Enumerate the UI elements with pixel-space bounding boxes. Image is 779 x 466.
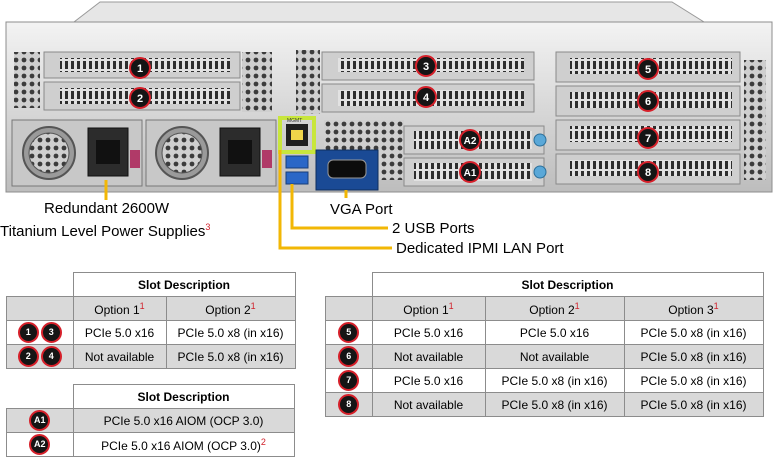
svg-text:5: 5 <box>645 64 651 76</box>
svg-text:A1: A1 <box>464 168 477 179</box>
slot-a1-badge: A1 <box>459 161 481 183</box>
table-cell: PCIe 5.0 x8 (in x16) <box>165 344 296 369</box>
table-row: A1 PCIe 5.0 x16 AIOM (OCP 3.0) <box>6 408 295 433</box>
table-cell: Not available <box>371 392 486 417</box>
slot-7-badge: 7 <box>637 127 659 149</box>
vga-port-label: VGA Port <box>330 201 393 218</box>
usb-ports-label: 2 USB Ports <box>392 220 475 237</box>
table-cell: PCIe 5.0 x16 <box>371 368 486 393</box>
ipmi-port-label-text: Dedicated IPMI LAN Port <box>396 240 564 257</box>
svg-text:6: 6 <box>645 96 651 108</box>
slot-badge: A2 <box>29 434 51 455</box>
power-supply-label-line2: Titanium Level Power Supplies3 <box>0 218 210 241</box>
table-cell: PCIe 5.0 x8 (in x16) <box>165 320 296 345</box>
svg-text:7: 7 <box>645 133 651 145</box>
slot-a2-badge: A2 <box>459 129 481 151</box>
power-supply-label-line1: Redundant 2600W <box>44 200 170 217</box>
power-supply-label-text: Titanium Level Power Supplies <box>0 223 206 240</box>
table-cell: PCIe 5.0 x8 (in x16) <box>484 392 625 417</box>
table-cell: PCIe 5.0 x16 <box>484 320 625 345</box>
slot-2-badge: 2 <box>129 87 151 109</box>
table-title: Slot Description <box>72 384 295 409</box>
table-row: A2 PCIe 5.0 x16 AIOM (OCP 3.0)2 <box>6 432 295 457</box>
table-cell: PCIe 5.0 x16 AIOM (OCP 3.0)2 <box>72 432 295 457</box>
table-row: 6 Not available Not available PCIe 5.0 x… <box>325 344 764 369</box>
slot-badge: A1 <box>29 410 51 431</box>
table-cell: PCIe 5.0 x8 (in x16) <box>623 344 764 369</box>
table-cell: Not available <box>484 344 625 369</box>
table-cell: Not available <box>72 344 167 369</box>
slot-badge: 3 <box>40 322 62 343</box>
table-row: 7 PCIe 5.0 x16 PCIe 5.0 x8 (in x16) PCIe… <box>325 368 764 393</box>
slot-badge: 1 <box>17 322 39 343</box>
ipmi-port-label: MGMT <box>287 118 302 124</box>
table-cell: PCIe 5.0 x8 (in x16) <box>623 320 764 345</box>
slot-3-badge: 3 <box>415 55 437 77</box>
svg-text:A2: A2 <box>464 136 477 147</box>
slot-badge: 7 <box>338 370 360 391</box>
svg-text:8: 8 <box>645 167 651 179</box>
column-header: Option 21 <box>165 296 296 321</box>
slot-badge: 2 <box>17 346 39 367</box>
slot-table-aiom: Slot Description A1 PCIe 5.0 x16 AIOM (O… <box>6 384 295 457</box>
slot-4-badge: 4 <box>415 86 437 108</box>
slot-5-badge: 5 <box>637 58 659 80</box>
table-cell: Not available <box>371 344 486 369</box>
svg-text:3: 3 <box>423 61 429 73</box>
table-title: Slot Description <box>72 272 296 297</box>
table-cell: PCIe 5.0 x16 <box>371 320 486 345</box>
svg-text:1: 1 <box>137 63 143 75</box>
column-header: Option 11 <box>371 296 486 321</box>
slot-table-5-8: Slot Description Option 11 Option 21 Opt… <box>325 272 764 417</box>
svg-text:2: 2 <box>137 93 143 105</box>
table-cell: PCIe 5.0 x8 (in x16) <box>623 368 764 393</box>
table-row: 5 PCIe 5.0 x16 PCIe 5.0 x16 PCIe 5.0 x8 … <box>325 320 764 345</box>
column-header: Option 11 <box>72 296 167 321</box>
slot-badge: 6 <box>338 346 360 367</box>
slot-8-badge: 8 <box>637 161 659 183</box>
column-header: Option 21 <box>484 296 625 321</box>
table-cell: PCIe 5.0 x16 AIOM (OCP 3.0) <box>72 408 295 433</box>
slot-1-badge: 1 <box>129 57 151 79</box>
server-rear-panel: MGMT 1 2 3 4 5 6 7 8 A2 A1 <box>5 1 773 193</box>
svg-text:4: 4 <box>423 92 430 104</box>
slot-badge: 8 <box>338 394 360 415</box>
power-supply-footnote: 3 <box>205 222 211 232</box>
table-title: Slot Description <box>371 272 764 297</box>
slot-badge: 4 <box>40 346 62 367</box>
slot-6-badge: 6 <box>637 90 659 112</box>
table-cell: PCIe 5.0 x8 (in x16) <box>623 392 764 417</box>
table-cell: PCIe 5.0 x16 <box>72 320 167 345</box>
slot-badge: 5 <box>338 322 360 343</box>
table-row: 8 Not available PCIe 5.0 x8 (in x16) PCI… <box>325 392 764 417</box>
table-cell: PCIe 5.0 x8 (in x16) <box>484 368 625 393</box>
column-header: Option 31 <box>623 296 764 321</box>
